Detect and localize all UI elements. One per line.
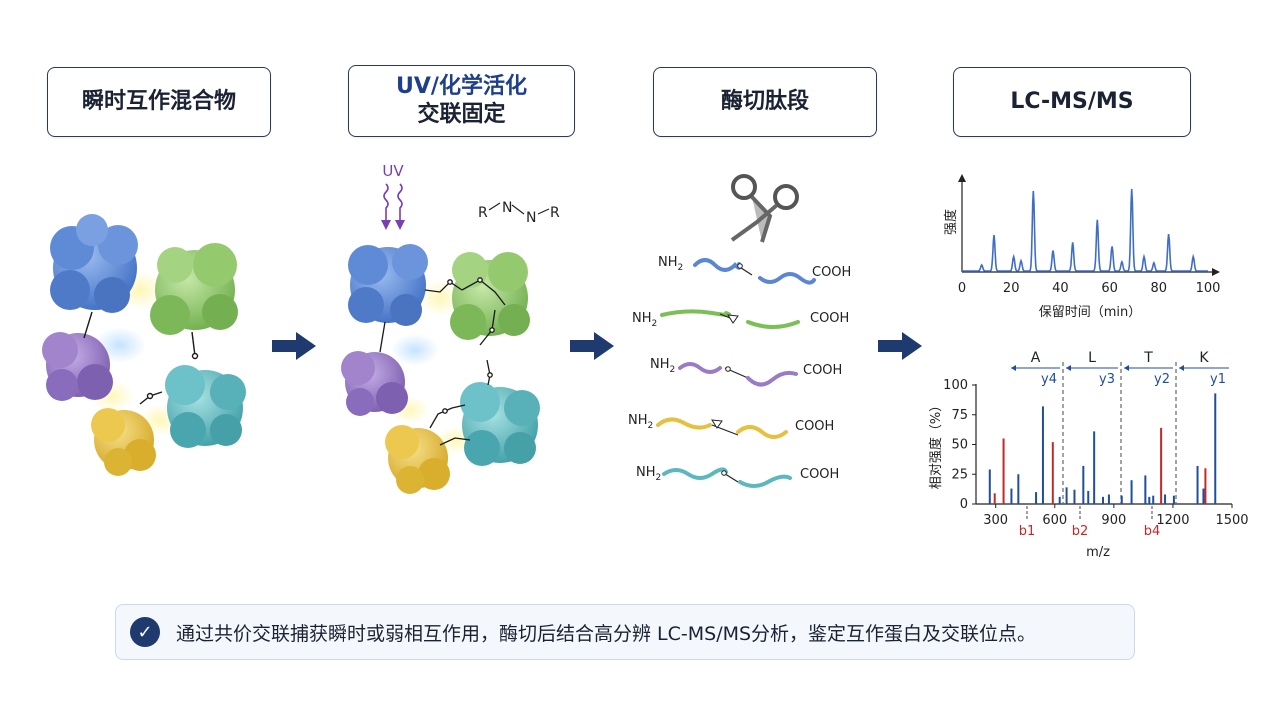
peptide-3: NH2 COOH [650,357,842,387]
svg-text:NH2: NH2 [632,311,657,329]
stage-2-box: UV/化学活化 交联固定 [348,65,575,137]
peptide-1: NH2 COOH [658,255,851,285]
spectrum-xtick: 1500 [1215,513,1248,528]
arrow-2 [570,332,614,360]
peptide-1-cterm: COOH [812,265,851,280]
protein-blue-2 [348,244,428,326]
panel-1-complex [42,214,246,476]
stage-4-title: LC-MS/MS [1010,89,1134,114]
chromatogram-xtick: 40 [1052,281,1069,296]
y-ion-label: y4 [1041,372,1057,387]
spectrum-ytick: 0 [960,497,968,512]
b-ion-annotations: b1 b2 b4 [1019,506,1161,539]
peptide-4-cterm: COOH [795,419,834,434]
chromatogram: 强度 0 20 40 60 80 100 保留时间（min） [943,174,1220,320]
svg-text:NH2: NH2 [658,255,683,273]
chromatogram-xtick: 0 [958,281,966,296]
workflow-diagram: UV R N N R [42,162,1249,560]
spectrum-ytick: 100 [943,378,968,393]
chromatogram-ylabel: 强度 [943,209,959,235]
peptide-4: NH2 COOH [628,413,834,439]
protein-yellow [91,408,156,476]
b-ion-label: b1 [1019,524,1036,539]
spectrum-ytick: 50 [951,438,968,453]
chromatogram-xlabel: 保留时间（min） [1039,305,1142,320]
protein-purple [42,332,113,401]
spectrum-xticks: 300 600 900 1200 1500 [983,504,1249,528]
peptide-3-cterm: COOH [803,363,842,378]
stage-3-title: 酶切肽段 [720,89,809,114]
spectrum-xtick: 600 [1042,513,1067,528]
peptide-list: NH2 COOH NH2 COOH NH2 COOH NH2 COOH [628,255,851,488]
summary-text: 通过共价交联捕获瞬时或弱相互作用，酶切后结合高分辨 LC-MS/MS分析，鉴定互… [176,622,1037,645]
panel-2-complex [341,244,540,494]
arrow-3 [878,332,922,360]
protein-teal [165,365,246,448]
chromatogram-trace [962,188,1208,272]
chromatogram-xtick: 60 [1101,281,1118,296]
diazirine-reagent: R N N R [478,200,560,226]
protein-purple-2 [341,351,408,416]
chromatogram-xticks: 0 20 40 60 80 100 [958,281,1221,296]
msms-spectrum: 0 25 50 75 100 300 600 900 1200 1500 相对强度（%） m/z… [928,350,1249,560]
reagent-r-left: R [478,205,488,221]
spectrum-xtick: 1200 [1156,513,1189,528]
residue-label: L [1088,350,1096,366]
summary-banner: ✓ 通过共价交联捕获瞬时或弱相互作用，酶切后结合高分辨 LC-MS/MS分析，鉴… [115,604,1135,660]
spectrum-bars [988,393,1217,504]
chromatogram-xtick: 20 [1003,281,1020,296]
y-ion-label: y2 [1154,372,1170,387]
chromatogram-xtick: 100 [1196,281,1221,296]
residue-label: A [1031,350,1041,366]
peptide-5: NH2 COOH [636,465,839,488]
uv-indicator: UV [381,162,405,230]
peptide-2: NH2 COOH [632,309,849,329]
svg-text:NH2: NH2 [636,465,661,483]
b-ion-label: b2 [1072,524,1089,539]
scissors-icon [730,174,799,243]
spectrum-xtick: 300 [983,513,1008,528]
spectrum-ylabel: 相对强度（%） [928,399,944,489]
reagent-r-right: R [550,205,560,221]
spectrum-yticks: 0 25 50 75 100 [943,378,976,512]
b-ion-label: b4 [1144,524,1161,539]
stage-1-box: 瞬时互作混合物 [47,67,271,137]
arrow-1 [272,332,316,360]
residue-dividers [1062,362,1177,504]
y-ion-label: y1 [1210,372,1226,387]
svg-text:NH2: NH2 [650,357,675,375]
spectrum-xlabel: m/z [1086,545,1110,560]
protein-green-2 [450,252,530,340]
protein-blue [50,214,138,313]
stage-4-box: LC-MS/MS [953,67,1191,137]
stage-2-title-line1: UV/化学活化 [396,74,527,99]
spectrum-ytick: 75 [951,408,968,423]
uv-label: UV [382,162,404,180]
chromatogram-xtick: 80 [1151,281,1168,296]
protein-yellow-2 [385,425,450,494]
residue-annotations: Ay4 Ly3 Ty2 Ky1 [1011,350,1229,387]
check-icon: ✓ [130,617,160,647]
stage-1-title: 瞬时互作混合物 [81,89,236,114]
stage-2-title-line2: 交联固定 [417,102,506,127]
crosslinks [379,277,506,446]
residue-label: T [1143,350,1153,366]
reagent-n2: N [526,210,536,226]
stage-3-box: 酶切肽段 [653,67,877,137]
residue-label: K [1199,350,1209,366]
reagent-n1: N [502,200,512,216]
svg-text:NH2: NH2 [628,413,653,431]
protein-teal-2 [460,382,540,466]
spectrum-xtick: 900 [1101,513,1126,528]
peptide-2-cterm: COOH [810,311,849,326]
protein-green [150,243,238,335]
y-ion-label: y3 [1099,372,1115,387]
peptide-5-cterm: COOH [800,467,839,482]
spectrum-ytick: 25 [951,467,968,482]
